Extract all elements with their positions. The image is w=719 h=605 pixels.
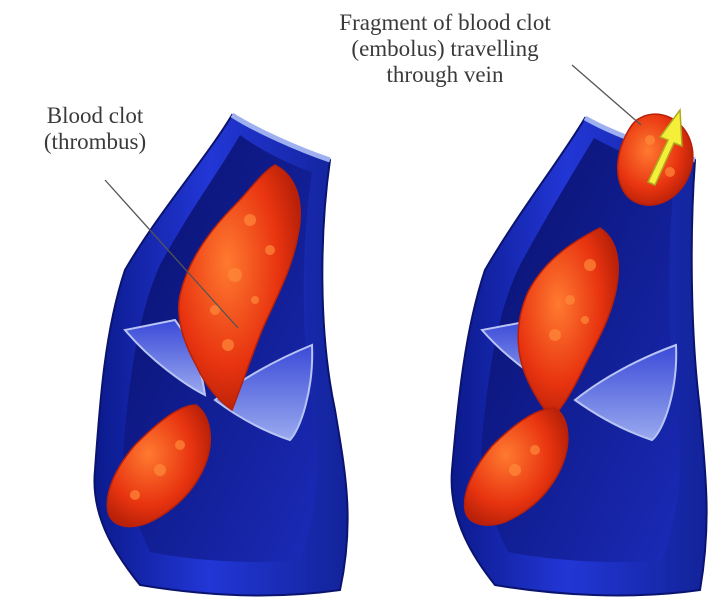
embolus-label-line2: (embolus) travelling <box>280 36 610 62</box>
embolus-label-line1: Fragment of blood clot <box>280 10 610 36</box>
embolus-label-line3: through vein <box>280 62 610 88</box>
thrombus-label-line2: (thrombus) <box>10 129 180 155</box>
thrombus-label-line1: Blood clot <box>10 103 180 129</box>
thrombus-label: Blood clot (thrombus) <box>10 103 180 155</box>
vein-left <box>94 115 347 595</box>
embolus-label: Fragment of blood clot (embolus) travell… <box>280 10 610 87</box>
